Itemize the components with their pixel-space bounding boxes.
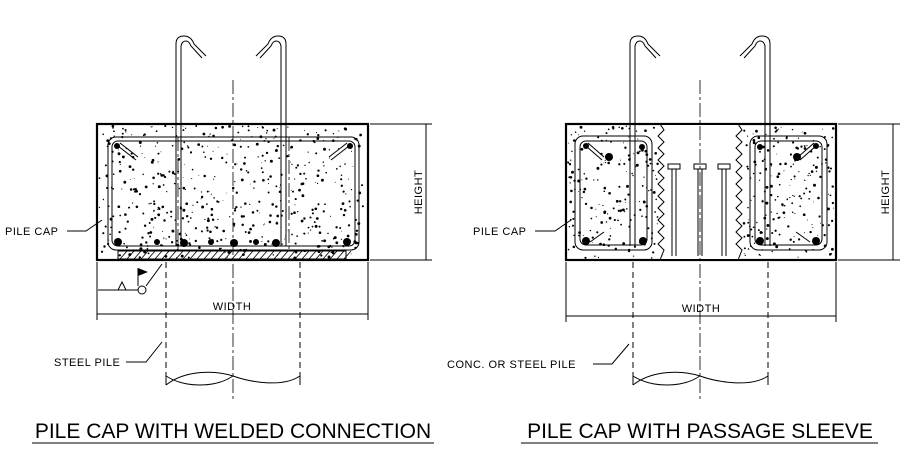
right-height-label: HEIGHT (880, 170, 892, 215)
right-detail: WIDTH HEIGHT PILE CAP CONC. OR STEEL PIL… (447, 35, 900, 444)
left-pile-cap-label: PILE CAP (5, 226, 59, 238)
right-detail-title: PILE CAP WITH PASSAGE SLEEVE (527, 420, 873, 443)
right-sleeve-left-edge (657, 123, 665, 261)
right-left-stirrup (574, 135, 653, 251)
left-steel-pile-label: STEEL PILE (54, 357, 120, 369)
right-anchor-studs (667, 163, 731, 256)
right-right-stirrup (749, 135, 828, 251)
left-width-label: WIDTH (213, 301, 252, 313)
left-detail-title: PILE CAP WITH WELDED CONNECTION (35, 420, 431, 443)
left-rebar-dots (114, 143, 353, 247)
left-detail: WIDTH HEIGHT PILE CAP STEEL PILE PILE CA… (5, 35, 434, 444)
right-rebar-dots (582, 143, 820, 245)
right-pile-cap-outline (564, 122, 838, 262)
right-pile-label: CONC. OR STEEL PILE (447, 359, 576, 371)
right-sleeve-right-edge (735, 123, 743, 261)
left-hook-bar-2 (255, 35, 287, 246)
left-base-plate (117, 250, 347, 260)
right-pile-cap-label: PILE CAP (473, 226, 527, 238)
right-hook-bar-2 (739, 35, 771, 246)
left-stirrup (107, 136, 360, 251)
right-width-label: WIDTH (682, 303, 721, 315)
right-hook-bar-1 (629, 35, 661, 246)
left-height-label: HEIGHT (413, 170, 425, 215)
left-concrete-texture (98, 124, 364, 260)
left-hook-bar-1 (175, 35, 207, 246)
right-concrete-texture (567, 125, 835, 259)
left-pile-cap-outline (95, 122, 370, 262)
left-weld-symbol (98, 263, 163, 295)
